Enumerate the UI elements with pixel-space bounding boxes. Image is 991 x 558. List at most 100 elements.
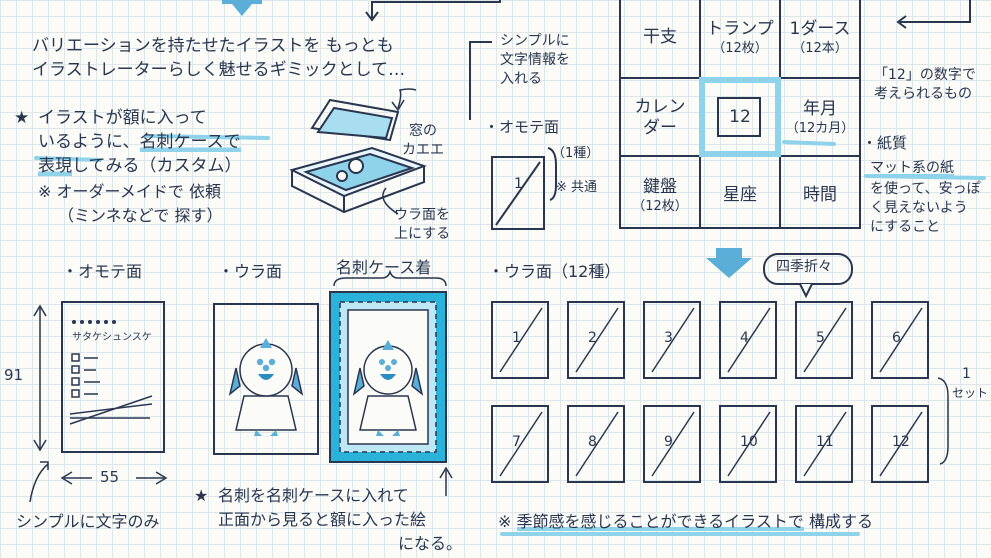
season-card — [871, 301, 929, 379]
star-note-line-3b: してみる（カスタム） — [72, 156, 242, 176]
star-note-line-2: いるように、名刺ケースで — [38, 132, 241, 153]
season-card — [567, 301, 625, 379]
grid-cell-sub: （12枚） — [632, 198, 688, 214]
season-cards-group — [491, 301, 929, 483]
season-card-slash — [651, 411, 695, 477]
front-caption: シンプルに文字のみ — [16, 512, 160, 531]
omote-small-card — [491, 156, 545, 230]
grid-cell: 1ダース（12本） — [780, 0, 860, 76]
grid-cell-main: トランプ — [706, 19, 774, 40]
season-card-number: 3 — [664, 330, 673, 346]
center-cell-highlight — [699, 77, 781, 157]
omote-small-card-number: 1 — [514, 176, 523, 192]
season-card — [491, 405, 549, 483]
star-note-line-3: 表現してみる（カスタム） — [38, 156, 242, 177]
season-card — [795, 301, 853, 379]
intro-line-2: イラストレーターらしく魅せるギミックとして… — [32, 60, 406, 80]
grid-cell-main: 干支 — [643, 27, 677, 48]
ura12-title: ・ウラ面（12種） — [488, 262, 621, 281]
character-illustration — [228, 338, 304, 436]
star-note-line-1: イラストが額に入って — [38, 108, 207, 128]
season-card-number: 10 — [740, 434, 758, 450]
star-icon-2: ★ — [194, 486, 209, 505]
season-card — [567, 405, 625, 483]
season-card-slash — [499, 411, 543, 477]
season-card — [719, 301, 777, 379]
front-width-value: 55 — [100, 468, 120, 486]
season-card-number: 4 — [740, 330, 749, 346]
grid-cell-sub: （12枚） — [712, 40, 768, 56]
star-note-line-3a: 表現 — [38, 156, 72, 176]
season-card-slash — [803, 307, 847, 373]
front-card-dots — [72, 320, 116, 324]
brace-set — [937, 377, 949, 465]
season-card — [871, 405, 929, 483]
grid-cell: 年月（12カ月） — [780, 80, 860, 156]
season-card-slash — [499, 307, 543, 373]
season-card-number: 8 — [588, 434, 597, 450]
bubble-text: 四季折々 — [776, 259, 832, 275]
pointer-curve-simple — [29, 463, 49, 503]
omote-small-title: ・オモテ面 — [484, 118, 560, 136]
star-note-line-5: （ミンネなどで 探す） — [58, 206, 223, 225]
season-card-number: 12 — [892, 434, 910, 450]
character-illustration-case — [352, 340, 424, 436]
season-card-slash — [803, 411, 847, 477]
star-note-line-2a: いるように、 — [38, 132, 140, 152]
grid-cell: 12 — [700, 80, 780, 156]
season-card-number: 1 — [512, 330, 521, 346]
paper-title: ・紙質 — [862, 134, 908, 152]
grid-cell-sub: （12本） — [792, 40, 848, 56]
season-card-slash — [727, 411, 771, 477]
omote-small-common: ※ 共通 — [556, 180, 598, 195]
star-icon: ★ — [14, 108, 30, 128]
season-card-slash — [727, 307, 771, 373]
season-card-number: 9 — [664, 434, 673, 450]
season-card-slash — [575, 307, 619, 373]
season-card — [643, 301, 701, 379]
window-label: 窓の カエエ — [402, 123, 444, 158]
brace-case-label — [333, 269, 447, 287]
front-card-checklist — [71, 353, 100, 398]
footer-note-emphasis: 季節感を感じることができるイラストで — [516, 512, 804, 531]
grid-cell-main: 12 — [729, 107, 751, 128]
pointer-curve-back — [382, 187, 399, 215]
grid-cell-main: 時間 — [803, 185, 837, 206]
connector-line-right — [900, 0, 971, 23]
season-card — [795, 405, 853, 483]
season-card-slash — [575, 411, 619, 477]
grid-cell-main: 鍵盤 — [643, 177, 677, 198]
season-card-number: 5 — [816, 330, 825, 346]
bracket-line — [469, 41, 492, 120]
grid-cell-main: カレン ダー — [634, 96, 686, 138]
grid-cell-main: 1ダース — [789, 19, 851, 40]
footer-note-suffix: 構成する — [803, 512, 873, 531]
dimension-arrows — [33, 304, 168, 485]
star-note-line-4: ※ オーダーメイドで 依頼 — [38, 182, 221, 201]
back-up-label: ウラ面を 上にする — [394, 207, 451, 242]
brace-small — [547, 147, 557, 201]
twelve-note: 「12」の数字で 考えられるもの — [874, 67, 976, 102]
omote-small-count: （1種） — [552, 146, 600, 161]
set-label: セット — [952, 386, 989, 400]
season-card-number: 6 — [892, 330, 901, 346]
grid-cell: 星座 — [700, 158, 780, 234]
pointer-curve-window — [397, 88, 417, 109]
bottom-note-line-1: 名刺を名刺ケースに入れて — [218, 486, 409, 505]
grid-cell-main: 年月 — [803, 99, 837, 120]
footer-note-prefix: ※ — [498, 512, 517, 531]
simple-note: シンプルに 文字情報を 入れる — [500, 33, 570, 87]
back-card — [213, 303, 319, 455]
down-arrow-icon — [222, 0, 262, 16]
set-count: 1 — [962, 366, 971, 382]
season-card-number: 11 — [816, 434, 834, 450]
season-card-number: 7 — [512, 434, 521, 450]
footer-note: ※ 季節感を感じることができるイラストで 構成する — [498, 512, 873, 532]
front-title: ・オモテ面 — [62, 262, 143, 281]
grid-cell: 時間 — [780, 158, 860, 234]
grid-cell: トランプ（12枚） — [700, 0, 780, 76]
season-card — [643, 405, 701, 483]
front-card — [61, 301, 165, 453]
